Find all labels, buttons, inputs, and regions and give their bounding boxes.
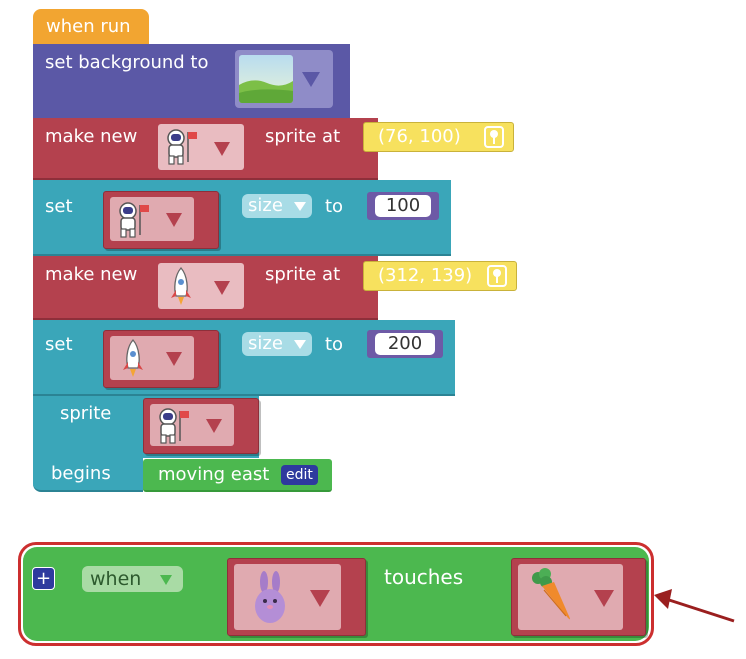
behavior-block[interactable]: moving east edit [143, 459, 332, 492]
astronaut-icon [116, 201, 150, 243]
when-dropdown[interactable]: when [82, 566, 183, 592]
sprite-dropdown-rocket[interactable] [158, 263, 244, 309]
arrow-icon [654, 589, 735, 623]
sprite-selector-carrot[interactable] [511, 558, 646, 636]
location-pin-icon[interactable] [484, 126, 504, 148]
size-input-2[interactable]: 200 [367, 330, 443, 358]
sprite-label: sprite [60, 403, 112, 424]
background-dropdown[interactable] [235, 50, 333, 108]
bunny-icon [252, 570, 288, 628]
when-touches-block[interactable]: + when touches [23, 547, 649, 641]
chevron-down-icon [166, 213, 182, 227]
chevron-down-icon [206, 419, 222, 433]
set-label: set [45, 196, 73, 217]
make-new-label: make new [45, 264, 138, 285]
location-input-2[interactable]: (312, 139) [363, 261, 517, 291]
to-label: to [325, 196, 344, 217]
chevron-down-icon [302, 72, 320, 87]
sprite-selector-astronaut[interactable] [103, 191, 219, 249]
chevron-down-icon [166, 352, 182, 366]
astronaut-icon [156, 407, 190, 449]
landscape-icon [239, 55, 293, 103]
sprite-selector-astronaut[interactable] [143, 398, 259, 454]
rocket-icon [120, 338, 146, 382]
set-label: set [45, 334, 73, 355]
location-value: (76, 100) [378, 126, 461, 147]
size-input-1[interactable]: 100 [367, 192, 439, 220]
begins-section: begins [33, 456, 143, 492]
astronaut-icon [164, 128, 198, 170]
sprite-dropdown-astronaut[interactable] [158, 124, 244, 170]
chevron-down-icon [214, 281, 230, 295]
location-pin-icon[interactable] [487, 265, 507, 287]
chevron-down-icon [214, 142, 230, 156]
set-size-block-1[interactable]: set size [33, 180, 451, 256]
make-new-sprite-block-1[interactable]: make new sprite at [33, 118, 378, 180]
sprite-at-label: sprite at [265, 264, 341, 285]
make-new-sprite-block-2[interactable]: make new sprite at [33, 256, 378, 320]
to-label: to [325, 334, 344, 355]
size-value[interactable]: 200 [375, 333, 435, 355]
set-size-block-2[interactable]: set size to 200 [33, 320, 455, 396]
set-background-block[interactable]: set background to [33, 44, 350, 120]
size-label: size [248, 333, 283, 354]
set-background-label: set background to [45, 52, 209, 73]
location-input-1[interactable]: (76, 100) [363, 122, 514, 152]
make-new-label: make new [45, 126, 138, 147]
property-dropdown[interactable]: size [242, 332, 312, 356]
begins-label: begins [51, 463, 111, 484]
sprite-selector-rocket[interactable] [103, 330, 219, 388]
property-dropdown[interactable]: size [242, 194, 312, 218]
location-value: (312, 139) [378, 265, 473, 286]
when-run-label: when run [46, 16, 131, 37]
when-run-block[interactable]: when run [33, 9, 149, 47]
chevron-down-icon [294, 202, 306, 211]
behavior-label: moving east [158, 464, 270, 485]
event-block-highlight [18, 542, 654, 646]
when-label: when [90, 568, 142, 590]
chevron-down-icon [594, 590, 614, 607]
carrot-icon [528, 568, 578, 628]
chevron-down-icon [294, 340, 306, 349]
touches-label: touches [384, 565, 464, 589]
sprite-selector-bunny[interactable] [227, 558, 366, 636]
rocket-icon [168, 266, 194, 310]
size-value[interactable]: 100 [375, 195, 431, 217]
plus-button[interactable]: + [32, 567, 55, 590]
edit-button[interactable]: edit [281, 465, 318, 485]
chevron-down-icon [160, 575, 172, 585]
sprite-at-label: sprite at [265, 126, 341, 147]
plus-icon: + [35, 568, 52, 589]
chevron-down-icon [310, 590, 330, 607]
size-label: size [248, 195, 283, 216]
sprite-begins-block[interactable]: sprite [33, 396, 259, 458]
